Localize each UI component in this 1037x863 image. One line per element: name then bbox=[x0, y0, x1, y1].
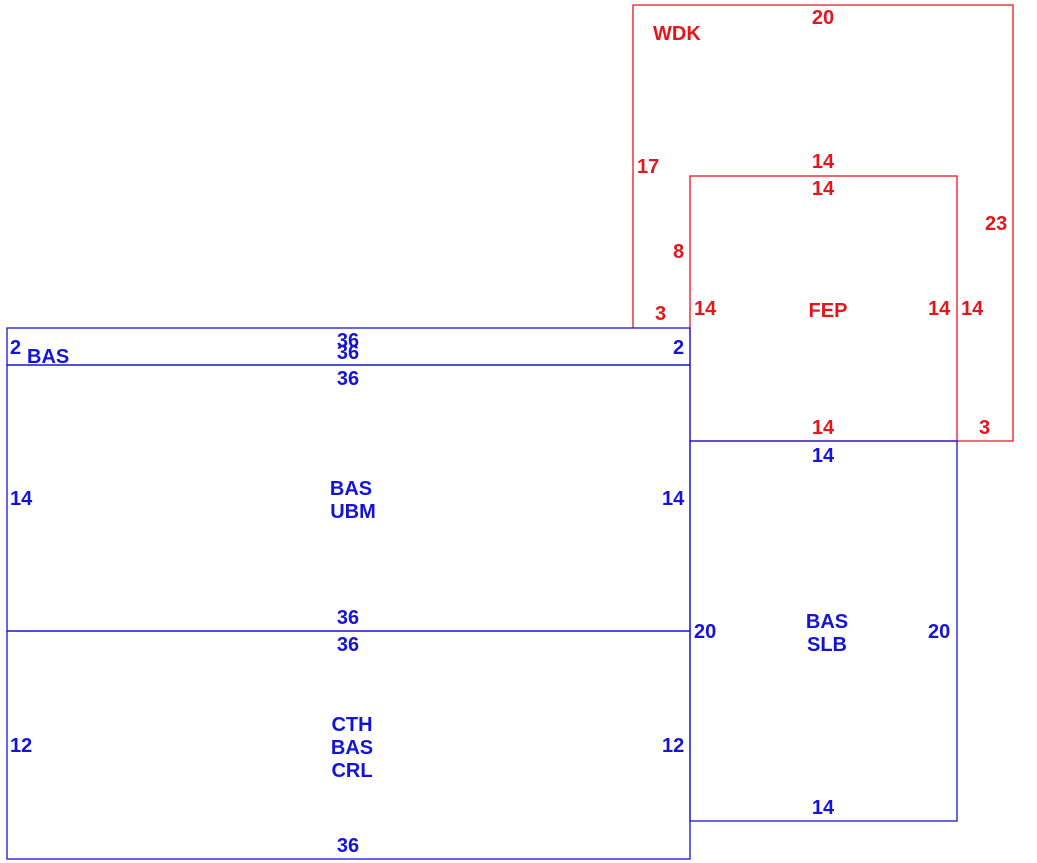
cth-bas-crl-name-line3: CRL bbox=[331, 760, 372, 782]
cth-bas-crl-name-line2: BAS bbox=[331, 737, 373, 759]
wdk-inner-left-label: 8 bbox=[673, 241, 684, 263]
fep-top-label: 14 bbox=[812, 151, 835, 173]
bas-ubm-top-label: 36 bbox=[337, 368, 359, 390]
cth-bas-crl-name-line1: CTH bbox=[331, 714, 372, 736]
fep-name-label: FEP bbox=[809, 300, 848, 322]
bas-ubm-name-line2: UBM bbox=[330, 501, 376, 523]
bas-ubm-bottom-label: 36 bbox=[337, 607, 359, 629]
cth-bas-crl-left-label: 12 bbox=[10, 735, 32, 757]
bas-slb-bottom-label: 14 bbox=[812, 797, 835, 819]
bas-strip-bottom-label: 36 bbox=[337, 342, 359, 364]
wdk-right-label: 23 bbox=[985, 213, 1007, 235]
bas-ubm-name-line1: BAS bbox=[330, 478, 372, 500]
fep-outer-right-label: 14 bbox=[961, 298, 984, 320]
cth-bas-crl-bottom-label: 36 bbox=[337, 835, 359, 857]
bas-strip-top-label: 36 bbox=[337, 330, 359, 352]
bas-slb-name-line1: BAS bbox=[806, 611, 848, 633]
fep-inner-top-label: 14 bbox=[812, 178, 835, 200]
bas-ubm-left-label: 14 bbox=[10, 488, 33, 510]
fep-left-label: 14 bbox=[694, 298, 717, 320]
bas-strip-right-label: 2 bbox=[673, 337, 684, 359]
blue-group bbox=[6, 327, 958, 860]
wdk-bottom-label: 3 bbox=[979, 417, 990, 439]
bas-strip-name-label: BAS bbox=[27, 346, 69, 368]
red-labels: WDK 20 17 23 8 3 3 14 14 FEP 14 14 14 14 bbox=[637, 7, 1007, 439]
wdk-top-label: 20 bbox=[812, 7, 834, 29]
bas-strip-left-label: 2 bbox=[10, 337, 21, 359]
wdk-name-label: WDK bbox=[653, 23, 701, 45]
bas-slb-left-label: 20 bbox=[694, 621, 716, 643]
wdk-outline bbox=[632, 4, 1014, 442]
bas-slb-right-label: 20 bbox=[928, 621, 950, 643]
cth-bas-crl-top-label: 36 bbox=[337, 634, 359, 656]
wdk-left-label: 17 bbox=[637, 156, 659, 178]
blue-labels: 36 36 2 BAS 2 36 14 14 BAS UBM 36 36 12 … bbox=[10, 330, 950, 857]
bas-ubm-right-label: 14 bbox=[662, 488, 685, 510]
bas-slb-top-label: 14 bbox=[812, 445, 835, 467]
bas-slb-outline bbox=[689, 440, 958, 822]
bas-slb-name-line2: SLB bbox=[807, 634, 847, 656]
cth-bas-crl-right-label: 12 bbox=[662, 735, 684, 757]
wdk-bottom-left-label: 3 bbox=[655, 303, 666, 325]
fep-bottom-label: 14 bbox=[812, 417, 835, 439]
fep-right-label: 14 bbox=[928, 298, 951, 320]
